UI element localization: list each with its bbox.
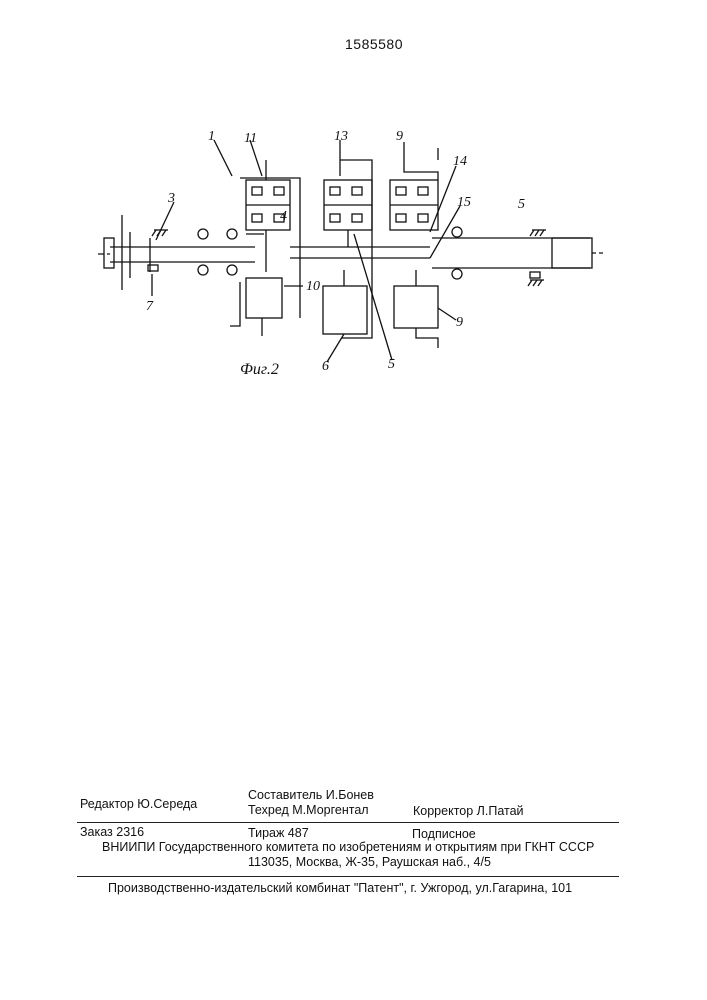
order-line: Заказ 2316	[80, 825, 144, 839]
subscription-line: Подписное	[412, 827, 476, 841]
label-6: 6	[322, 359, 329, 374]
organization-line-1: ВНИИПИ Государственного комитета по изоб…	[102, 840, 594, 854]
circulation-line: Тираж 487	[248, 826, 309, 840]
kinematic-diagram: 1 11 13 9 14 15 5 3 4 7 10 6 5 9 Фиг.2	[0, 0, 707, 400]
publisher-line: Производственно-издательский комбинат "П…	[108, 881, 572, 895]
label-4: 4	[280, 209, 287, 224]
label-11: 11	[244, 131, 257, 146]
organization-line-2: 113035, Москва, Ж-35, Раушская наб., 4/5	[248, 855, 491, 869]
label-13: 13	[334, 129, 348, 144]
divider-bottom	[77, 876, 619, 877]
label-7: 7	[146, 299, 154, 314]
label-5-bottom: 5	[388, 357, 395, 372]
label-1: 1	[208, 129, 215, 144]
compiler-line: Составитель И.Бонев	[248, 788, 374, 802]
label-14: 14	[453, 154, 467, 169]
label-10: 10	[306, 279, 320, 294]
editor-line: Редактор Ю.Середа	[80, 797, 197, 811]
label-5-right: 5	[518, 197, 525, 212]
label-3: 3	[167, 191, 175, 206]
divider-top	[77, 822, 619, 823]
figure-caption: Фиг.2	[240, 361, 279, 378]
label-9-bottom: 9	[456, 315, 463, 330]
label-9-top: 9	[396, 129, 403, 144]
label-15: 15	[457, 195, 471, 210]
corrector-line: Корректор Л.Патай	[413, 804, 524, 818]
techred-line: Техред М.Моргентал	[248, 803, 369, 817]
imprint-block: Составитель И.Бонев Редактор Ю.Середа Те…	[0, 780, 707, 910]
